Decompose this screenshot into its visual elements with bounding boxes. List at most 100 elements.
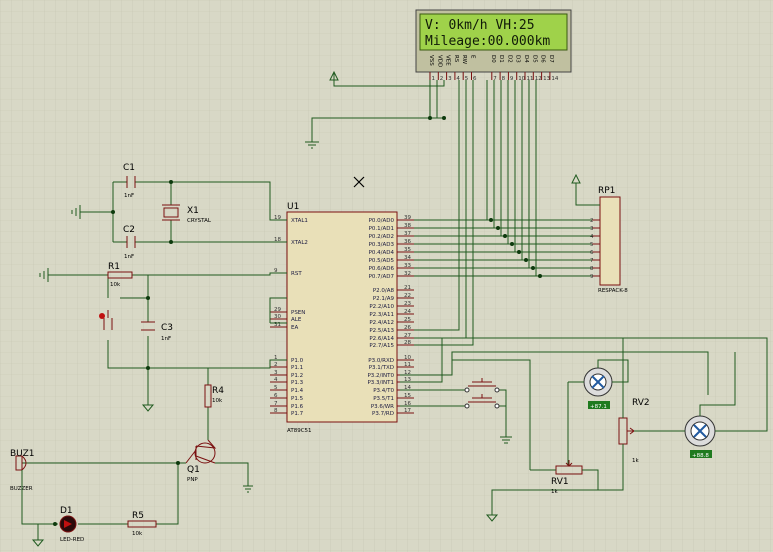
rp1-pin-number: 8 xyxy=(590,266,594,272)
mcu-pin-number: 9 xyxy=(274,268,278,274)
mcu-pin-ea: EA xyxy=(291,325,298,331)
svg-text:LED-RED: LED-RED xyxy=(60,537,84,543)
mcu-pin-number: 22 xyxy=(404,293,411,299)
svg-text:BUZ1: BUZ1 xyxy=(10,449,35,459)
motor-1[interactable]: +87.1 xyxy=(583,367,613,410)
svg-text:C3: C3 xyxy=(161,323,173,333)
mcu-pin-number: 3 xyxy=(274,370,278,376)
lcd-pin-labels: VSS1VDD2VEE3RS4RW5E6D07D18D29D310D411D51… xyxy=(428,55,559,82)
resistor-r5[interactable]: R5 10k xyxy=(127,511,157,537)
mcu-pin-p05ad5: P0.5/AD5 xyxy=(369,258,395,264)
svg-text:CRYSTAL: CRYSTAL xyxy=(187,218,212,224)
mcu-pin-number: 38 xyxy=(404,223,411,229)
mcu-pin-p04ad4: P0.4/AD4 xyxy=(369,250,395,256)
mcu-pin-p34t0: P3.4/T0 xyxy=(373,388,394,394)
mcu-pin-p30rxd: P3.0/RXD xyxy=(368,358,394,364)
capacitor-c2[interactable]: C2 1nF xyxy=(123,225,136,260)
reset-button[interactable] xyxy=(99,310,113,330)
svg-text:PNP: PNP xyxy=(187,477,198,483)
resistor-r4[interactable]: R4 10k xyxy=(204,384,224,408)
lcd-pin-d4: D4 xyxy=(523,55,529,63)
mcu-pin-number: 35 xyxy=(404,247,411,253)
rp1-pin-number: 9 xyxy=(590,274,594,280)
svg-text:+88.8: +88.8 xyxy=(692,453,709,459)
led-d1[interactable]: D1 LED-RED xyxy=(59,506,84,543)
mcu-pin-p06ad6: P0.6/AD6 xyxy=(369,266,395,272)
svg-text:R4: R4 xyxy=(212,386,224,396)
lcd-screen xyxy=(419,13,568,51)
mcu-pin-number: 14 xyxy=(404,385,411,391)
mcu-pin-p26a14: P2.6/A14 xyxy=(369,336,394,342)
mcu-pin-number: 28 xyxy=(404,340,411,346)
mcu-pin-p13: P1.3 xyxy=(291,380,304,386)
port0-wires xyxy=(400,219,536,277)
ground-arrow-led xyxy=(31,539,45,547)
mcu-pin-p25a13: P2.5/A13 xyxy=(369,328,394,334)
mcu-pin-p33int1: P3.3/INT1 xyxy=(367,380,394,386)
resistor-r1[interactable]: R1 10k xyxy=(107,262,133,288)
lcd-pin-number: 12 xyxy=(535,76,542,82)
mcu-pin-number: 18 xyxy=(274,237,281,243)
ground-symbol-xtal xyxy=(71,205,81,219)
rp1-pin-number: 7 xyxy=(590,258,594,264)
reset-button-wire xyxy=(107,275,148,369)
mcu-pin-p32int0: P3.2/INT0 xyxy=(367,373,394,379)
svg-text:1nF: 1nF xyxy=(124,193,134,199)
mcu-pin-p12: P1.2 xyxy=(291,373,303,379)
capacitor-c1[interactable]: C1 1nF xyxy=(123,163,136,199)
transistor-wires xyxy=(22,462,249,486)
mcu-pin-p17: P1.7 xyxy=(291,411,304,417)
lcd-pin-d0: D0 xyxy=(490,55,496,63)
mcu-pin-p27a15: P2.7/A15 xyxy=(369,343,394,349)
power-terminal-top xyxy=(329,70,339,81)
mcu-part: AT89C51 xyxy=(287,428,312,434)
rp1-pin-number: 2 xyxy=(590,218,594,224)
mcu-pin-number: 39 xyxy=(404,215,411,221)
lcd-module[interactable]: V: 0km/h VH:25 Mileage:00.000km VSS1VDD2… xyxy=(415,9,572,82)
lcd-pin-number: 11 xyxy=(527,76,534,82)
mcu-pin-number: 33 xyxy=(404,263,411,269)
mcu-pin-p35t1: P3.5/T1 xyxy=(373,396,394,402)
lcd-line-2: Mileage:00.000km xyxy=(425,34,550,49)
mcu-pin-number: 26 xyxy=(404,325,411,331)
mcu-pin-number: 16 xyxy=(404,401,411,407)
mcu-pin-number: 13 xyxy=(404,377,411,383)
close-icon[interactable] xyxy=(353,176,365,188)
mcu-pin-number: 21 xyxy=(404,285,411,291)
svg-text:+87.1: +87.1 xyxy=(590,404,607,410)
rp1-pin-number: 4 xyxy=(590,234,594,240)
lcd-pin-number: 5 xyxy=(465,76,469,82)
mcu-pin-p02ad2: P0.2/AD2 xyxy=(369,234,394,240)
lcd-pin-d5: D5 xyxy=(531,55,537,63)
lcd-pin-rs: RS xyxy=(453,55,459,63)
lcd-pin-number: 10 xyxy=(518,76,525,82)
transistor-q1[interactable]: Q1 PNP xyxy=(185,439,217,483)
lcd-pin-number: 1 xyxy=(432,76,436,82)
ground-symbol-switch xyxy=(500,436,512,444)
svg-text:R1: R1 xyxy=(108,262,120,272)
svg-text:C2: C2 xyxy=(123,225,135,235)
mcu-pin-number: 19 xyxy=(274,215,281,221)
crystal-x1[interactable]: X1 CRYSTAL xyxy=(162,204,212,224)
switch-2[interactable] xyxy=(464,394,500,409)
mcu-pin-p23a11: P2.3/A11 xyxy=(369,312,394,318)
rp1-pin-number: 3 xyxy=(590,226,594,232)
rv1-wires xyxy=(452,359,599,490)
svg-text:1k: 1k xyxy=(551,489,558,495)
capacitor-c3[interactable]: C3 1nF xyxy=(141,321,173,342)
mcu-pin-p37rd: P3.7/RD xyxy=(372,411,394,417)
mcu-pin-number: 6 xyxy=(274,393,278,399)
xtal1-wire xyxy=(113,181,287,221)
mcu-pin-number: 12 xyxy=(404,370,411,376)
svg-text:BUZZER: BUZZER xyxy=(10,486,33,492)
mcu-pin-p16: P1.6 xyxy=(291,404,304,410)
lcd-pin-number: 6 xyxy=(473,76,477,82)
svg-text:RP1: RP1 xyxy=(598,186,615,196)
mcu-pin-number: 1 xyxy=(274,355,278,361)
mcu-pin-psen: PSEN xyxy=(291,310,305,316)
switch-1[interactable] xyxy=(464,378,500,393)
mcu-body xyxy=(286,211,398,423)
motor-wires xyxy=(567,352,768,466)
